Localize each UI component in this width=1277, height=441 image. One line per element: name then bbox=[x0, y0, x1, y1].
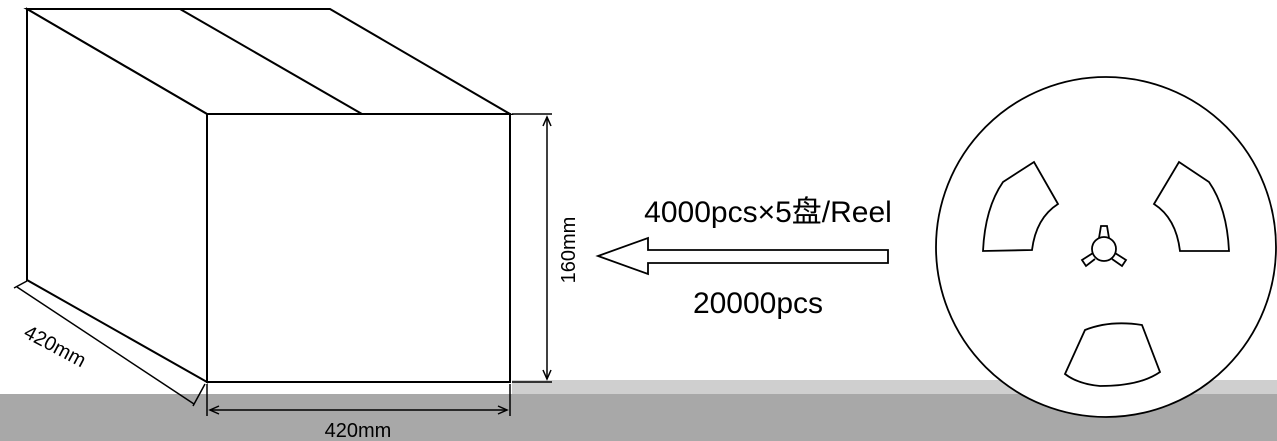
left-arrow bbox=[595, 236, 889, 276]
reel-window-left bbox=[982, 160, 1060, 252]
reel-window-bottom bbox=[1063, 322, 1162, 387]
reel-hub-teeth bbox=[1080, 225, 1128, 268]
height-label: 160mm bbox=[558, 217, 580, 284]
total-quantity-label: 20000pcs bbox=[693, 287, 823, 320]
carton-box bbox=[23, 7, 514, 384]
width-dimension bbox=[206, 384, 511, 416]
reel-window-right bbox=[1152, 160, 1230, 252]
tape-reel bbox=[935, 76, 1277, 418]
reel-hub bbox=[1091, 236, 1117, 262]
depth-dimension bbox=[13, 280, 206, 407]
quantity-per-reel-label: 4000pcs×5盘/Reel bbox=[644, 196, 892, 229]
width-label: 420mm bbox=[325, 420, 392, 441]
box-front-face bbox=[206, 113, 511, 383]
height-dimension bbox=[512, 113, 552, 383]
box-tape-seam bbox=[179, 8, 363, 115]
depth-label: 420mm bbox=[20, 321, 89, 372]
